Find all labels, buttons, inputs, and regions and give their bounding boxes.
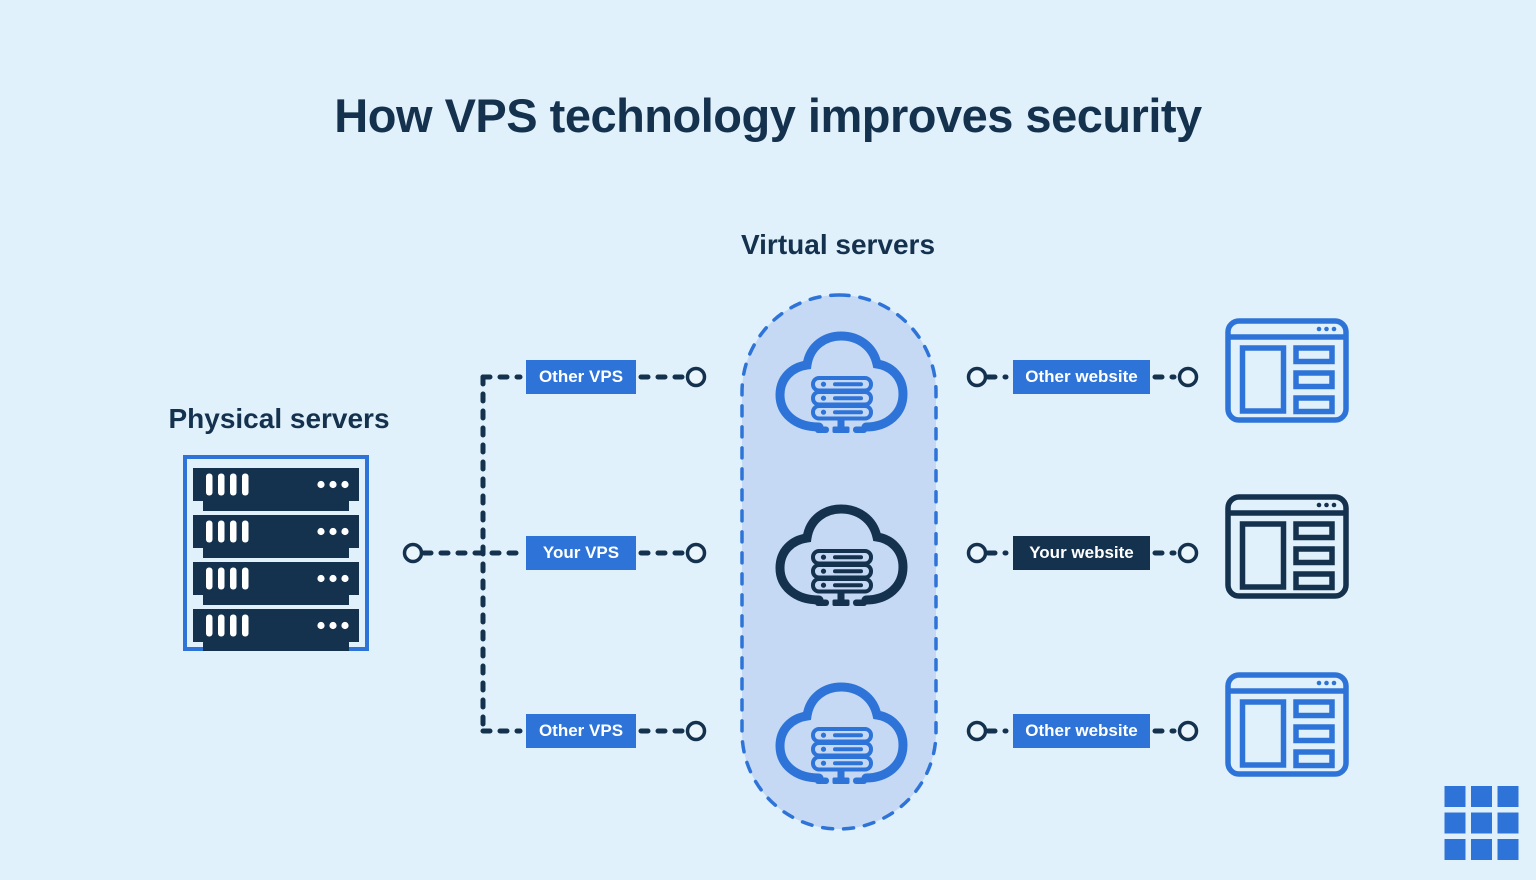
physical-servers-heading: Physical servers: [168, 403, 390, 434]
your-vps-label: Your VPS: [526, 536, 636, 570]
connector-circles: [402, 366, 1199, 742]
browser-window-icon-other-bottom: [1225, 672, 1349, 777]
virtual-servers-heading: Virtual servers: [740, 229, 936, 260]
cloud-server-icon-other-top: [773, 330, 909, 438]
dashed-connectors: [421, 374, 1177, 734]
other-website-label-top: Other website: [1013, 360, 1150, 394]
page-title: How VPS technology improves security: [334, 89, 1202, 142]
other-website-label-bottom: Other website: [1013, 714, 1150, 748]
browser-window-icon-other-top: [1225, 318, 1349, 423]
browser-window-icon-your: [1225, 494, 1349, 599]
other-vps-label-top: Other VPS: [526, 360, 636, 394]
other-vps-label-bottom: Other VPS: [526, 714, 636, 748]
grid-logo-icon: [1444, 786, 1519, 860]
your-website-label: Your website: [1013, 536, 1150, 570]
server-rack-icon: [183, 455, 369, 651]
cloud-server-icon-your: [773, 503, 909, 611]
cloud-server-icon-other-bottom: [773, 681, 909, 789]
server-slots: [206, 473, 249, 637]
server-dots: [317, 480, 349, 630]
